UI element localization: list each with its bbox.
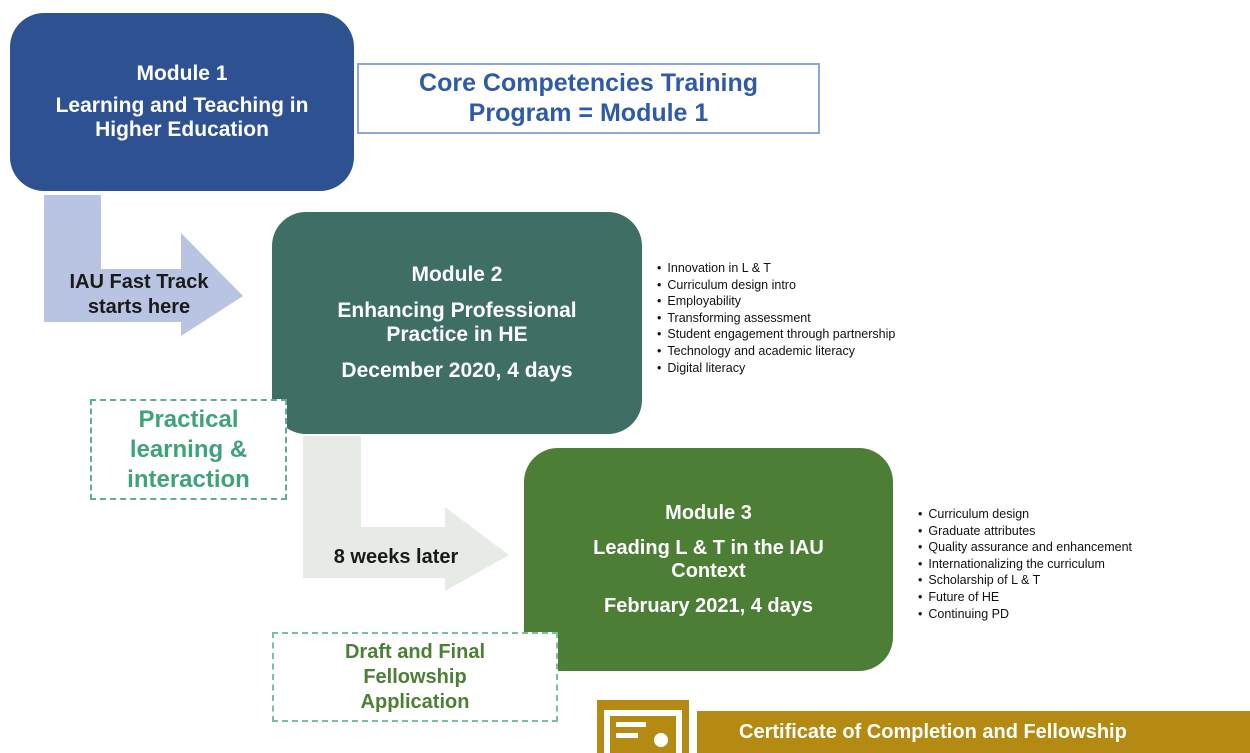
draft-line-1: Draft and Final (344, 640, 485, 663)
fast-track-line-1: IAU Fast Track (69, 271, 209, 293)
fellowship-application-box: Draft and Final Fellowship Application (272, 632, 558, 722)
topic-item: Graduate attributes (918, 523, 1132, 540)
topic-item: Future of HE (918, 589, 1132, 606)
module-3-topics: Curriculum design Graduate attributes Qu… (918, 506, 1132, 622)
draft-line-3: Application (360, 690, 470, 713)
fast-track-line-2: starts here (87, 296, 191, 318)
topic-item: Employability (657, 293, 895, 310)
fast-track-label: IAU Fast Track starts here (48, 270, 230, 320)
module-2-box: Module 2 Enhancing Professional Practice… (272, 212, 642, 434)
module-3-box: Module 3 Leading L & T in the IAU Contex… (524, 448, 893, 671)
topic-item: Transforming assessment (657, 310, 895, 327)
weeks-later-arrow (303, 436, 509, 591)
topic-item: Internationalizing the curriculum (918, 556, 1132, 573)
module-1-subtitle: Learning and Teaching in Higher Educatio… (55, 93, 309, 142)
module-2-date: December 2020, 4 days (341, 359, 573, 383)
topic-item: Technology and academic literacy (657, 343, 895, 360)
draft-line-2: Fellowship (363, 665, 467, 688)
topic-item: Curriculum design intro (657, 277, 895, 294)
certificate-label: Certificate of Completion and Fellowship (739, 720, 1127, 743)
practical-line-3: interaction (127, 465, 250, 493)
topic-item: Quality assurance and enhancement (918, 539, 1132, 556)
topic-item: Curriculum design (918, 506, 1132, 523)
topic-item: Continuing PD (918, 606, 1132, 623)
weeks-later-label: 8 weeks later (333, 546, 459, 568)
module-3-title: Module 3 (665, 501, 752, 524)
topic-item: Digital literacy (657, 360, 895, 377)
certificate-banner: Certificate of Completion and Fellowship (697, 711, 1250, 753)
practical-line-1: Practical (138, 405, 239, 433)
fast-track-arrow (44, 195, 243, 336)
core-line-1: Core Competencies Training (419, 69, 758, 97)
certificate-icon (597, 700, 689, 753)
practical-learning-box: Practical learning & interaction (90, 399, 287, 500)
practical-line-2: learning & (129, 435, 248, 463)
topic-item: Student engagement through partnership (657, 326, 895, 343)
module-2-subtitle: Enhancing Professional Practice in HE (337, 298, 577, 346)
module-2-title: Module 2 (411, 262, 503, 286)
core-line-2: Program = Module 1 (468, 98, 709, 127)
module-1-box: Module 1 Learning and Teaching in Higher… (10, 13, 354, 191)
core-competencies-box: Core Competencies Training Program = Mod… (357, 63, 820, 134)
module-3-subtitle: Leading L & T in the IAU Context (593, 536, 824, 582)
module-2-topics: Innovation in L & T Curriculum design in… (657, 260, 895, 376)
module-3-date: February 2021, 4 days (603, 594, 813, 617)
module-1-title: Module 1 (136, 61, 228, 85)
topic-item: Scholarship of L & T (918, 572, 1132, 589)
topic-item: Innovation in L & T (657, 260, 895, 277)
